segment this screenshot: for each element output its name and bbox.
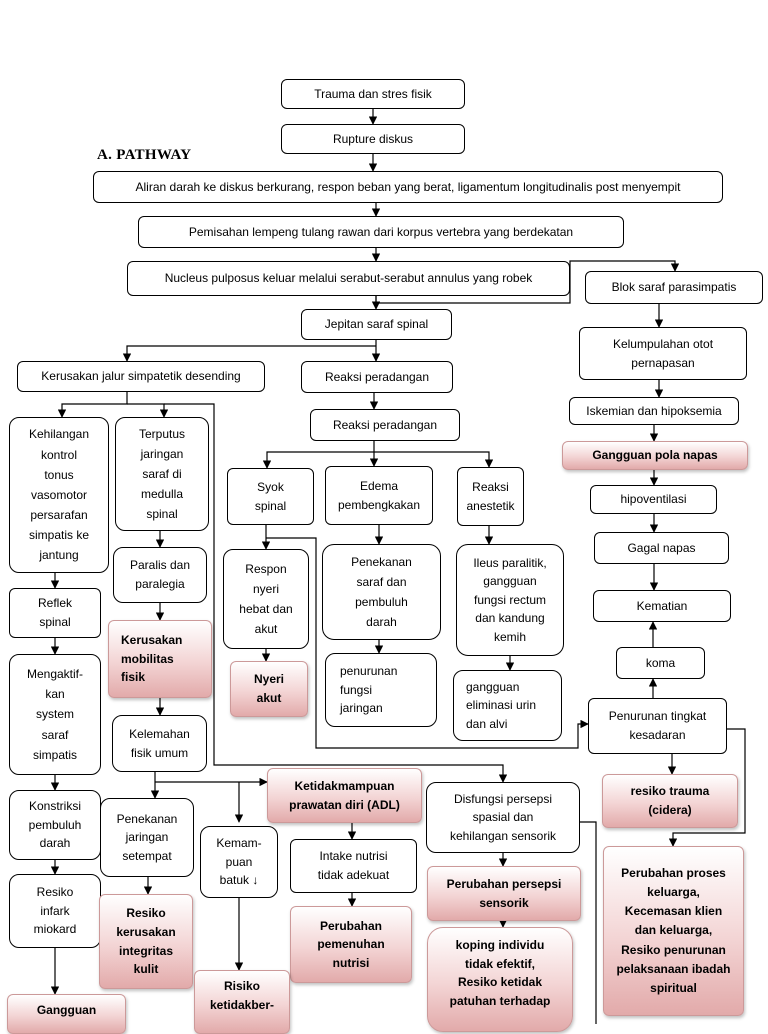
node-ileus: Ileus paralitik, gangguan fungsi rectum … [456,544,564,656]
node-kelemahan: Kelemahan fisik umum [112,715,207,772]
node-penurunan-kesadaran: Penurunan tingkat kesadaran [588,698,727,754]
node-perubahan-pemenuhan: Perubahan pemenuhan nutrisi [290,906,412,983]
node-perubahan-proses: Perubahan proses keluarga, Kecemasan kli… [603,846,744,1016]
node-jepitan: Jepitan saraf spinal [301,309,452,340]
node-aliran: Aliran darah ke diskus berkurang, respon… [93,171,723,203]
node-reaksi-peradangan-2: Reaksi peradangan [310,409,460,441]
node-disfungsi: Disfungsi persepsi spasial dan kehilanga… [426,782,580,853]
node-ketidakmampuan: Ketidakmampuan prawatan diri (ADL) [267,768,422,823]
node-resiko-trauma: resiko trauma (cidera) [602,774,738,828]
node-risiko-ketidakber: Risiko ketidakber- [194,970,290,1034]
node-kelumpulahan: Kelumpulahan otot pernapasan [579,327,747,380]
node-kematian: Kematian [593,590,731,622]
node-mengaktif: Mengaktif- kan system saraf simpatis [9,654,101,775]
node-rupture: Rupture diskus [281,124,465,154]
section-heading: A. PATHWAY [97,147,192,163]
node-reaksi-anestetik: Reaksi anestetik [457,467,524,526]
node-koping: koping individu tidak efektif, Resiko ke… [427,927,573,1032]
edge-reaksi2-split [262,441,375,469]
edge-kerusakan-kehilangan [57,392,128,418]
node-resiko-kerusakan: Resiko kerusakan integritas kulit [99,894,193,989]
node-penekanan-saraf: Penekanan saraf dan pembuluh darah [322,544,441,640]
node-resiko-infark: Resiko infark miokard [9,874,101,948]
node-reaksi-peradangan-1: Reaksi peradangan [301,361,453,393]
node-hipoventilasi: hipoventilasi [590,485,717,514]
node-trauma: Trauma dan stres fisik [281,79,465,109]
node-penurunan-fungsi: penurunan fungsi jaringan [325,653,437,727]
edge-reaksi2-anestetik [374,451,494,468]
edge-jepitan-kerusakan [122,345,376,362]
node-kehilangan: Kehilangan kontrol tonus vasomotor persa… [9,417,109,573]
node-kemampuan: Kemam- puan batuk ↓ [200,826,278,898]
node-respon: Respon nyeri hebat dan akut [223,549,309,649]
node-reflek: Reflek spinal [9,588,101,638]
node-perubahan-persepsi: Perubahan persepsi sensorik [427,866,581,921]
node-kerusakan-mobilitas: Kerusakan mobilitas fisik [108,620,212,698]
node-intake: Intake nutrisi tidak adekuat [290,839,417,893]
node-gangguan-eliminasi: gangguan eliminasi urin dan alvi [453,670,562,741]
node-koma: koma [616,647,705,679]
edge-kerusakan-terputus [127,403,169,418]
node-paralis: Paralis dan paralegia [113,547,207,603]
node-gagal: Gagal napas [594,532,729,564]
node-syok: Syok spinal [227,468,314,525]
node-iskemian: Iskemian dan hipoksemia [569,397,739,425]
node-konstriksi: Konstriksi pembuluh darah [9,790,101,860]
node-kerusakan-jalur: Kerusakan jalur simpatetik desending [17,361,265,392]
edge-disfungsi-koping [580,821,597,1024]
node-edema: Edema pembengkakan [325,466,433,525]
node-penekanan-jaringan: Penekanan jaringan setempat [100,798,194,877]
node-gangguan-bottom: Gangguan [7,994,126,1034]
node-nucleus: Nucleus pulposus keluar melalui serabut-… [127,261,570,296]
node-blok: Blok saraf parasimpatis [585,271,763,304]
node-pemisahan: Pemisahan lempeng tulang rawan dari korp… [138,216,624,248]
node-gangguan-pola: Gangguan pola napas [562,441,748,470]
node-terputus: Terputus jaringan saraf di medulla spina… [115,417,209,531]
node-nyeri: Nyeri akut [230,661,308,717]
